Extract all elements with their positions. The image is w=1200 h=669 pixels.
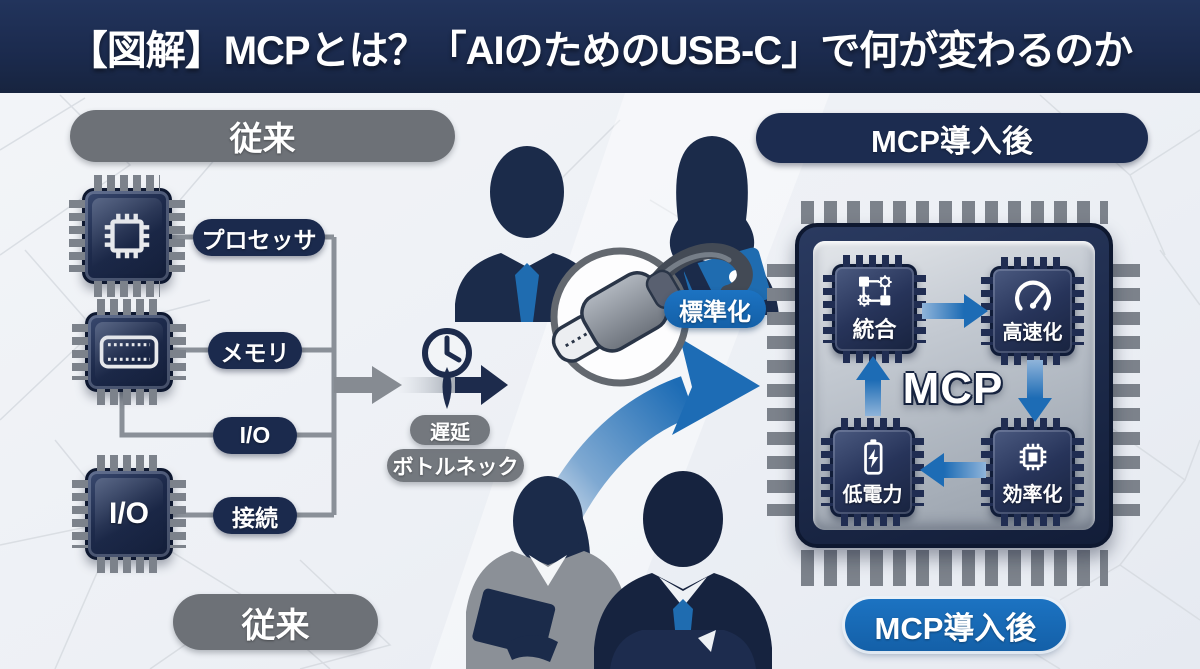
bottleneck-pill: ボトルネック <box>387 449 524 482</box>
memory-chip <box>72 299 186 405</box>
integration-label: 統合 <box>852 317 897 342</box>
businessman-arms-crossed-silhouette <box>594 471 772 669</box>
page-title: 【図解】MCPとは？「AIのためのUSB-C」で何が変わるのか <box>67 28 1134 73</box>
delay-arrow <box>455 365 508 405</box>
efficiency-label: 効率化 <box>1002 483 1063 506</box>
cpu-icon <box>104 213 150 259</box>
efficiency-node: 効率化 <box>981 418 1084 526</box>
speedup-label: 高速化 <box>1002 321 1063 344</box>
speedup-node: 高速化 <box>981 257 1084 365</box>
microchip-icon <box>1019 443 1046 470</box>
title-banner: 【図解】MCPとは？「AIのためのUSB-C」で何が変わるのか <box>0 0 1200 93</box>
mcp-footer-pill: MCP導入後 <box>845 599 1066 651</box>
speedometer-icon <box>1014 280 1051 311</box>
mcp-chip-title: MCP <box>902 364 1004 413</box>
mcp-header-pill: MCP導入後 <box>756 113 1148 163</box>
memory-icon <box>99 335 159 369</box>
io-chip: I/O <box>72 455 186 573</box>
standardization-pill: 標準化 <box>664 290 766 328</box>
io-chip-text: I/O <box>108 497 149 530</box>
connect-label-pill: 接続 <box>213 497 297 534</box>
battery-bolt-icon <box>863 438 883 475</box>
integration-node: 統合 <box>823 255 926 363</box>
processor-label-pill: プロセッサ <box>193 219 325 256</box>
legacy-header-pill: 従来 <box>70 110 455 162</box>
usb-c-connector-icon <box>550 243 753 387</box>
clock-icon <box>422 328 472 409</box>
io-label-pill: I/O <box>213 417 297 454</box>
flowchart-gears-icon <box>857 275 892 307</box>
processor-chip <box>69 175 185 297</box>
memory-label-pill: メモリ <box>208 332 302 369</box>
lowpower-label: 低電力 <box>842 483 903 506</box>
legacy-footer-pill: 従来 <box>173 594 378 650</box>
delay-pill: 遅延 <box>410 415 490 445</box>
businesswoman-tablet-silhouette <box>466 476 627 669</box>
lowpower-node: 低電力 <box>821 418 924 526</box>
